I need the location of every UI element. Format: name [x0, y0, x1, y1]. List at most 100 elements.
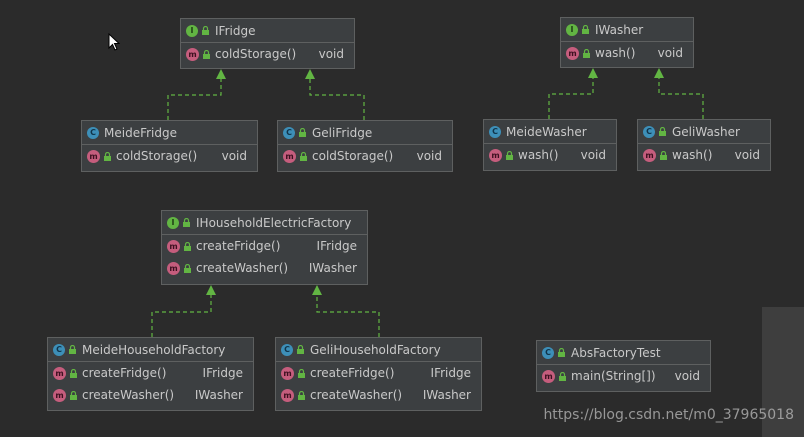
uml-box-header: I IWasher: [561, 18, 693, 42]
lock-icon: [660, 150, 667, 160]
interface-box-ifridge[interactable]: I IFridge m coldStorage() void: [180, 18, 355, 69]
method-row[interactable]: m createWasher() IWasher: [162, 257, 367, 279]
class-icon: C: [283, 126, 295, 139]
class-name: MeideHouseholdFactory: [82, 342, 226, 357]
lock-icon: [298, 368, 305, 378]
lock-icon: [184, 241, 191, 251]
method-icon: m: [167, 261, 180, 275]
lock-icon: [300, 151, 307, 161]
return-type: void: [416, 149, 442, 163]
uml-box-header: C GeliFridge: [278, 121, 452, 145]
method-row[interactable]: m coldStorage() void: [181, 43, 354, 65]
method-name: createFridge(): [196, 239, 281, 253]
class-box-absfactorytest[interactable]: C AbsFactoryTest m main(String[]) void: [536, 340, 711, 392]
return-type: void: [657, 46, 683, 60]
method-icon: m: [566, 46, 579, 60]
class-box-gelihouseholdfactory[interactable]: C GeliHouseholdFactory m createFridge() …: [275, 337, 482, 411]
interface-name: IFridge: [215, 23, 256, 38]
method-name: createFridge(): [310, 366, 395, 380]
class-name: MeideWasher: [506, 124, 587, 139]
return-type: void: [580, 148, 606, 162]
lock-icon: [298, 390, 305, 400]
uml-box-header: I IHouseholdElectricFactory: [162, 211, 367, 235]
implements-arrow-gelifridge: [305, 69, 365, 120]
uml-box-header: C MeideHouseholdFactory: [48, 338, 253, 362]
lock-icon: [583, 48, 590, 58]
method-row[interactable]: m wash() void: [484, 144, 616, 166]
method-icon: m: [542, 369, 555, 383]
method-row[interactable]: m createFridge() IFridge: [162, 235, 367, 257]
uml-box-header: I IFridge: [181, 19, 354, 43]
method-icon: m: [167, 239, 180, 253]
side-panel: [762, 307, 804, 437]
lock-icon: [183, 218, 190, 227]
class-icon: C: [489, 125, 501, 138]
method-name: main(String[]): [571, 369, 656, 383]
method-name: coldStorage(): [215, 47, 297, 61]
method-icon: m: [53, 388, 66, 402]
class-name: AbsFactoryTest: [571, 345, 661, 360]
lock-icon: [506, 150, 513, 160]
class-box-meidefridge[interactable]: C MeideFridge m coldStorage() void: [81, 120, 258, 172]
lock-icon: [297, 345, 304, 354]
return-type: IFridge: [202, 366, 243, 380]
method-row[interactable]: m coldStorage() void: [82, 145, 257, 167]
return-type: IWasher: [308, 261, 357, 275]
uml-box-header: C MeideWasher: [484, 120, 616, 144]
method-icon: m: [53, 366, 66, 380]
class-box-geliwasher[interactable]: C GeliWasher m wash() void: [637, 119, 771, 171]
lock-icon: [202, 26, 209, 35]
method-row[interactable]: m createFridge() IFridge: [276, 362, 481, 384]
uml-box-header: C MeideFridge: [82, 121, 257, 145]
class-icon: C: [643, 125, 655, 138]
class-icon: C: [53, 343, 65, 356]
method-icon: m: [281, 366, 294, 380]
return-type: void: [674, 369, 700, 383]
method-row[interactable]: m main(String[]) void: [537, 365, 710, 387]
class-icon: C: [281, 343, 293, 356]
class-box-gelifridge[interactable]: C GeliFridge m coldStorage() void: [277, 120, 453, 172]
interface-box-ihouseholdelectricfactory[interactable]: I IHouseholdElectricFactory m createFrid…: [161, 210, 368, 285]
method-row[interactable]: m wash() void: [561, 42, 693, 64]
method-name: wash(): [672, 148, 713, 162]
method-row[interactable]: m coldStorage() void: [278, 145, 452, 167]
method-row[interactable]: m wash() void: [638, 144, 770, 166]
return-type: IWasher: [422, 388, 471, 402]
class-name: MeideFridge: [104, 125, 177, 140]
lock-icon: [69, 345, 76, 354]
method-icon: m: [489, 148, 502, 162]
return-type: IWasher: [194, 388, 243, 402]
uml-box-header: C AbsFactoryTest: [537, 341, 710, 365]
method-name: coldStorage(): [116, 149, 198, 163]
lock-icon: [203, 49, 210, 59]
implements-arrow-gelihouseholdfactory: [312, 285, 380, 337]
method-row[interactable]: m createFridge() IFridge: [48, 362, 253, 384]
lock-icon: [659, 127, 666, 136]
class-icon: C: [87, 126, 99, 139]
class-name: GeliWasher: [672, 124, 740, 139]
lock-icon: [558, 348, 565, 357]
method-name: createFridge(): [82, 366, 167, 380]
implements-arrow-geliwasher: [654, 68, 704, 119]
interface-box-iwasher[interactable]: I IWasher m wash() void: [560, 17, 694, 68]
method-name: createWasher(): [310, 388, 403, 402]
uml-box-header: C GeliWasher: [638, 120, 770, 144]
method-row[interactable]: m createWasher() IWasher: [48, 384, 253, 406]
mouse-cursor-icon: [108, 33, 120, 51]
class-box-meidewasher[interactable]: C MeideWasher m wash() void: [483, 119, 617, 171]
method-icon: m: [283, 149, 296, 163]
uml-box-header: C GeliHouseholdFactory: [276, 338, 481, 362]
method-row[interactable]: m createWasher() IWasher: [276, 384, 481, 406]
method-icon: m: [87, 149, 100, 163]
method-name: createWasher(): [82, 388, 175, 402]
lock-icon: [299, 128, 306, 137]
return-type: IFridge: [430, 366, 471, 380]
method-name: createWasher(): [196, 261, 289, 275]
class-box-meidehouseholdfactory[interactable]: C MeideHouseholdFactory m createFridge()…: [47, 337, 254, 411]
lock-icon: [559, 371, 566, 381]
return-type: void: [221, 149, 247, 163]
lock-icon: [104, 151, 111, 161]
lock-icon: [70, 368, 77, 378]
implements-arrow-meidehouseholdfactory: [151, 285, 216, 337]
